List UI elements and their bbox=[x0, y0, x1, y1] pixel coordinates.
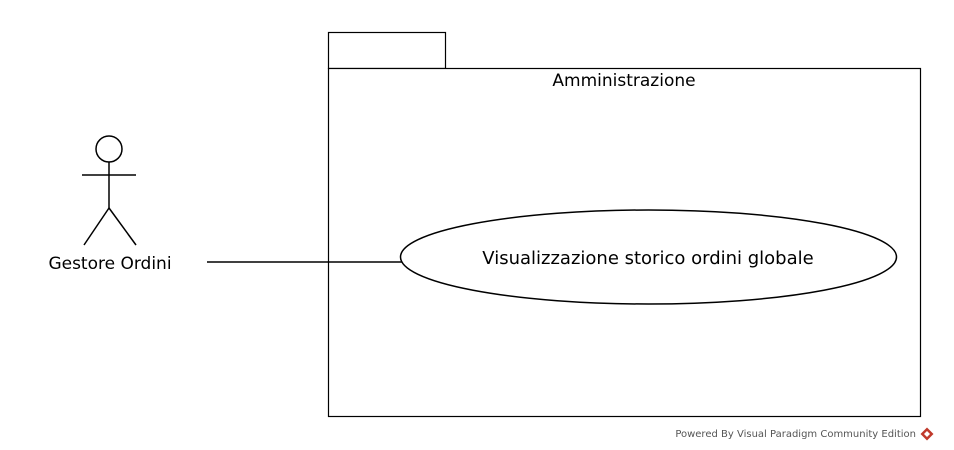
footer-text: Powered By Visual Paradigm Community Edi… bbox=[675, 428, 916, 440]
footer-credit: Powered By Visual Paradigm Community Edi… bbox=[675, 427, 934, 441]
actor-left-leg-icon bbox=[83, 207, 110, 246]
actor-head-icon bbox=[95, 135, 123, 163]
package-name: Amministrazione bbox=[552, 71, 695, 91]
use-case-ellipse bbox=[399, 209, 898, 305]
use-case-visualizzazione-storico[interactable]: Visualizzazione storico ordini globale bbox=[399, 209, 898, 305]
actor-name: Gestore Ordini bbox=[48, 254, 171, 274]
actor-gestore-ordini[interactable]: Gestore Ordini bbox=[48, 135, 172, 274]
visual-paradigm-logo-icon bbox=[920, 427, 934, 441]
package-tab bbox=[327, 31, 447, 70]
actor-right-leg-icon bbox=[108, 207, 137, 246]
use-case-name: Visualizzazione storico ordini globale bbox=[482, 248, 813, 269]
